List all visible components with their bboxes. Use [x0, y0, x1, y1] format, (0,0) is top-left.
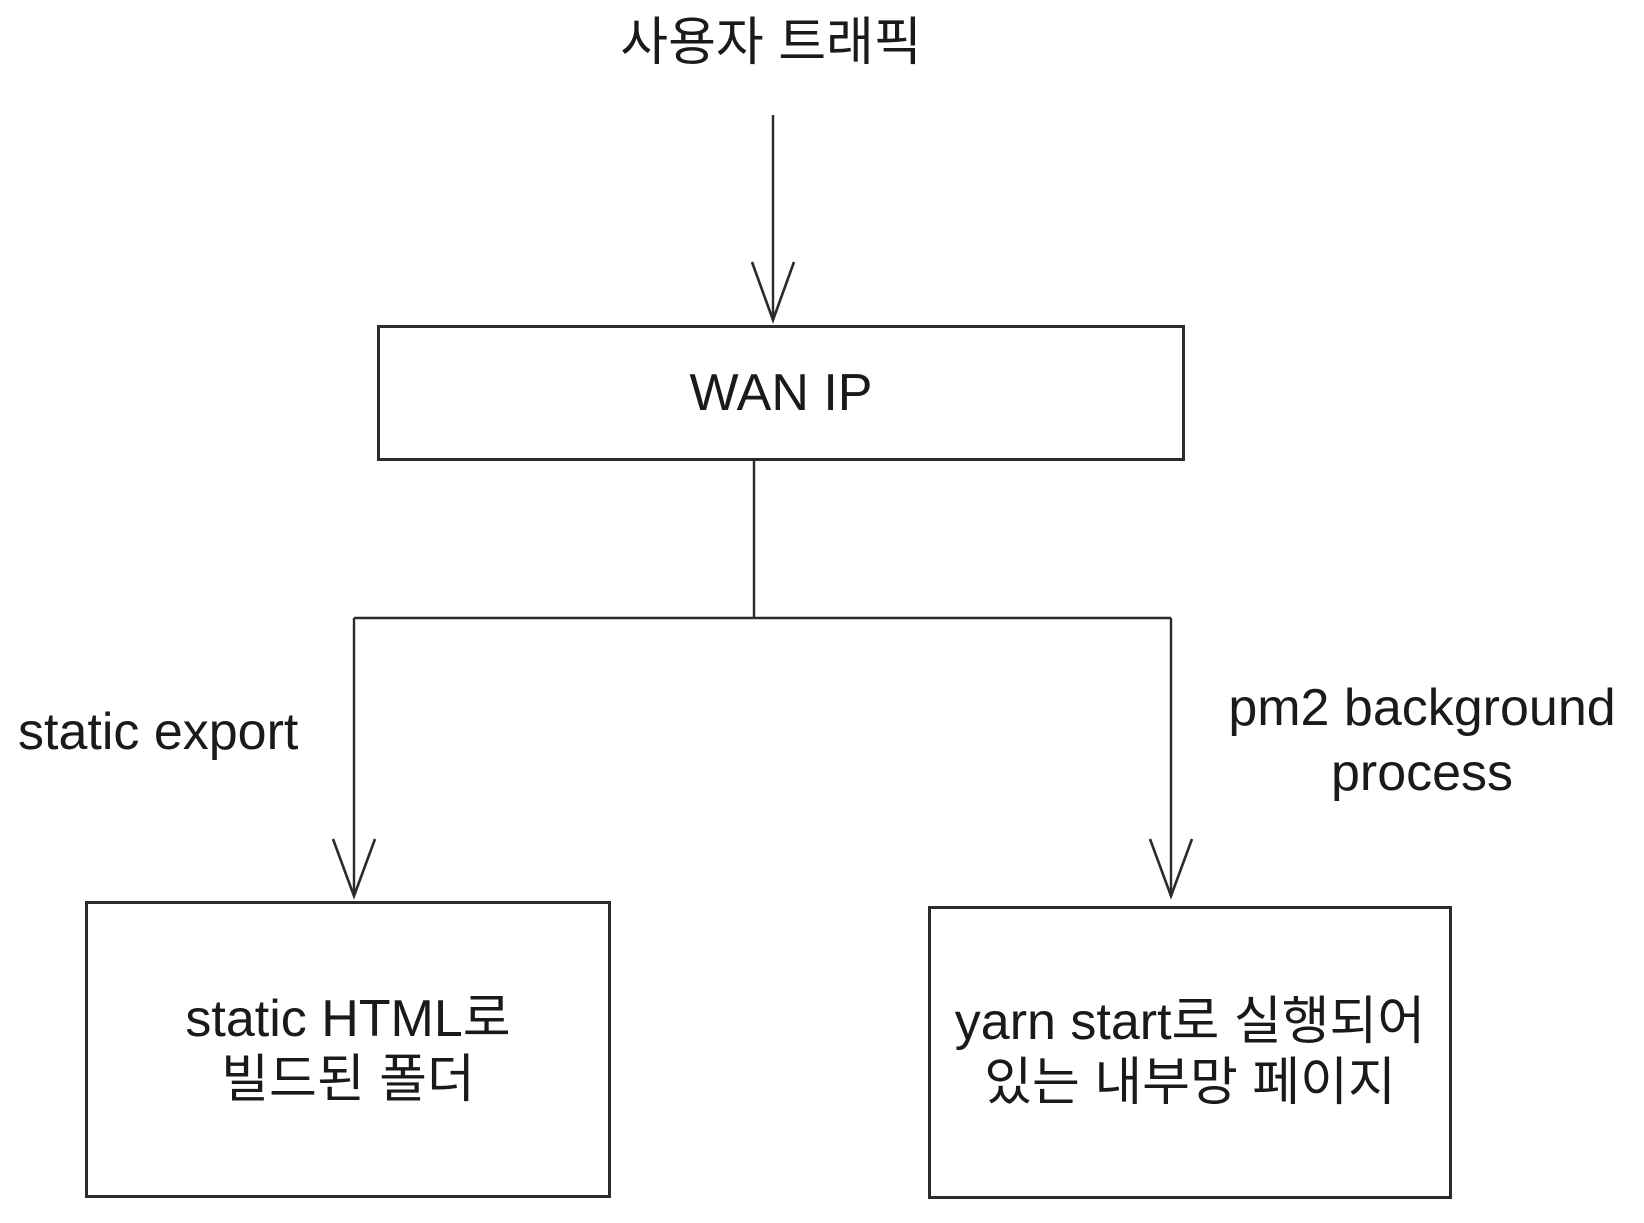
node-yarn-line2: 있는 내부망 페이지	[984, 1053, 1396, 1112]
arrowhead-into-static-box-icon	[331, 838, 377, 900]
edge-label-pm2-background: pm2 background process	[1200, 676, 1644, 806]
node-yarn-line1: yarn start로 실행되어	[954, 993, 1426, 1052]
diagram-title: 사용자 트래픽	[620, 14, 922, 72]
node-wan-ip: WAN IP	[377, 325, 1185, 461]
node-wan-ip-label: WAN IP	[689, 363, 873, 422]
node-yarn-internal-page: yarn start로 실행되어 있는 내부망 페이지	[928, 906, 1452, 1199]
node-static-html-line1: static HTML로	[185, 990, 511, 1049]
arrowhead-into-yarn-box-icon	[1148, 838, 1194, 900]
node-static-html-folder: static HTML로 빌드된 폴더	[85, 901, 611, 1198]
arrowhead-into-wan-icon	[750, 261, 796, 324]
edge-label-pm2-line1: pm2 background	[1228, 679, 1616, 737]
edge-label-pm2-line2: process	[1330, 744, 1514, 802]
edge-label-static-export: static export	[18, 703, 299, 761]
node-static-html-line2: 빌드된 폴더	[221, 1050, 475, 1109]
